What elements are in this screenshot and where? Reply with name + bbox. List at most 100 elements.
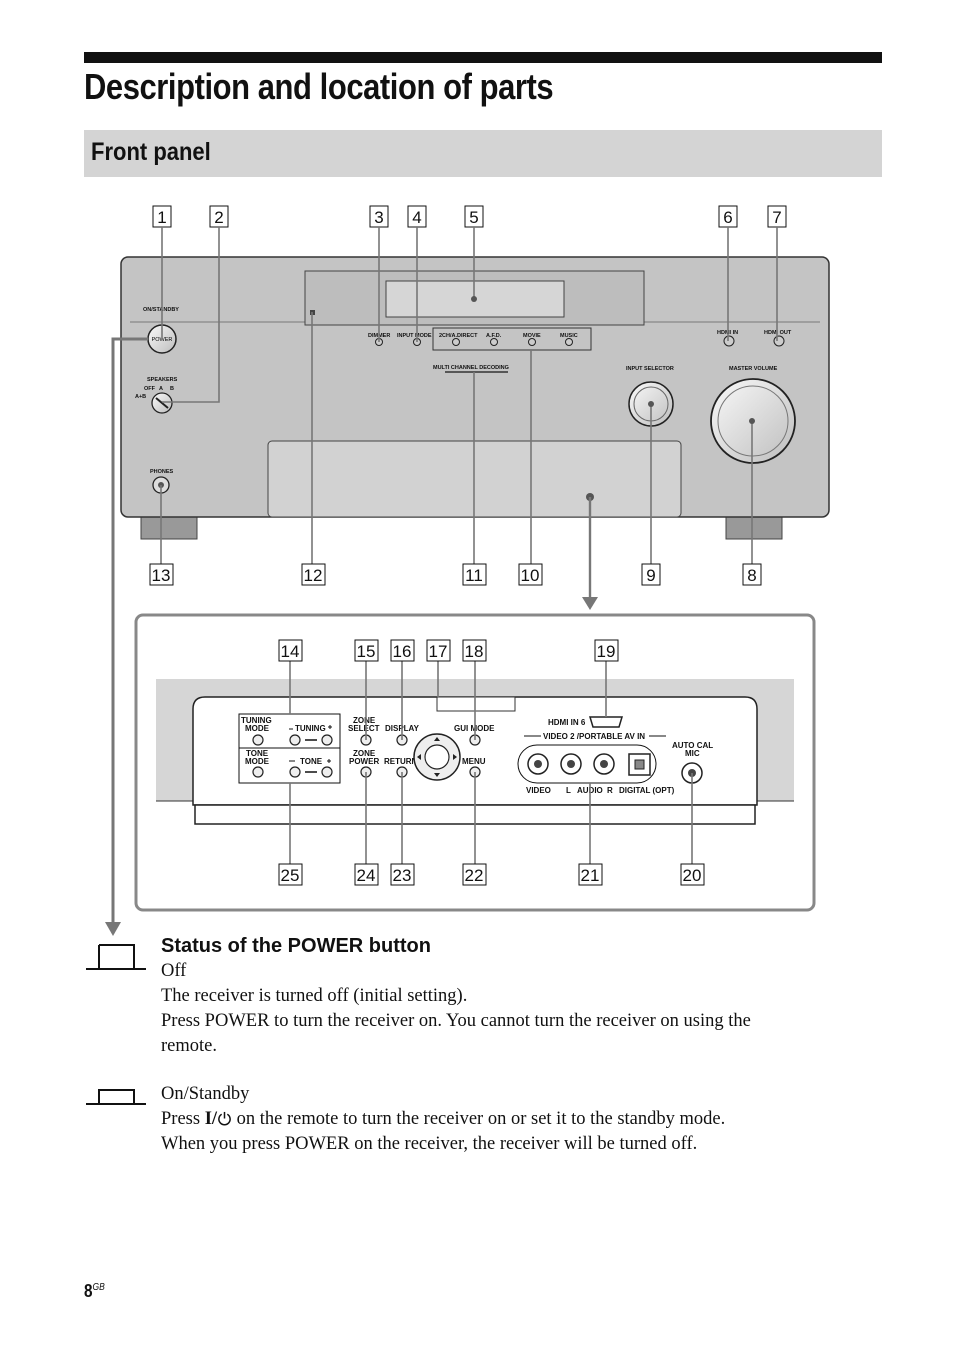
callout-16: 16 — [390, 639, 415, 662]
afd-label: A.F.D. — [486, 333, 502, 339]
svg-text:20: 20 — [683, 866, 702, 885]
callout-17: 17 — [426, 639, 451, 662]
off-description-2: Press POWER to turn the receiver on. You… — [161, 1011, 751, 1031]
auto-cal-label-1: AUTO CAL — [672, 741, 713, 750]
callout-22: 22 — [462, 863, 487, 886]
speakers-a-label: A — [159, 386, 163, 392]
music-button[interactable] — [565, 338, 573, 346]
music-label: MUSIC — [560, 333, 578, 339]
svg-text:15: 15 — [357, 642, 376, 661]
tuning-mode-label-2: MODE — [245, 724, 270, 733]
off-description-3: remote. — [161, 1036, 217, 1056]
svg-text:6: 6 — [723, 208, 732, 227]
callout-5: 5 — [464, 205, 484, 228]
hdmi-out-button[interactable] — [773, 335, 785, 347]
tone-mode-label-1: TONE — [246, 749, 269, 758]
hdmi-in-button[interactable] — [723, 335, 735, 347]
svg-text:2: 2 — [214, 208, 223, 227]
callout-18: 18 — [462, 639, 487, 662]
off-description-1: The receiver is turned off (initial sett… — [161, 986, 468, 1006]
video2-label: VIDEO 2 /PORTABLE AV IN — [543, 732, 645, 741]
speakers-ab-label: A+B — [135, 394, 146, 400]
tone-plus-button[interactable] — [321, 766, 333, 778]
svg-text:9: 9 — [646, 566, 655, 585]
tone-mode-button[interactable] — [252, 766, 264, 778]
digital-opt-label: DIGITAL (OPT) — [619, 786, 675, 795]
auto-cal-label-2: MIC — [685, 749, 700, 758]
svg-text:18: 18 — [465, 642, 484, 661]
power-on-standby-icon — [86, 1089, 146, 1105]
tuning-label: TUNING — [295, 724, 326, 733]
video-jack[interactable] — [527, 753, 549, 775]
digital-optical-port[interactable] — [628, 753, 651, 776]
svg-text:16: 16 — [393, 642, 412, 661]
hdmi-in-6-port[interactable] — [588, 716, 624, 728]
multi-channel-label: MULTI CHANNEL DECODING — [433, 365, 509, 371]
callout-25: 25 — [278, 863, 303, 886]
svg-text:25: 25 — [281, 866, 300, 885]
page-number: 8GB — [84, 1281, 105, 1301]
power-symbol-text: I/ — [204, 1109, 218, 1129]
svg-text:23: 23 — [393, 866, 412, 885]
svg-text:24: 24 — [357, 866, 376, 885]
tuning-mode-button[interactable] — [252, 734, 264, 746]
zone-select-label-2: SELECT — [348, 724, 380, 733]
zone-power-label-1: ZONE — [353, 749, 376, 758]
audio-l-label: L — [566, 786, 571, 795]
movie-label: MOVIE — [523, 333, 541, 339]
off-label: Off — [161, 961, 187, 981]
direct-button[interactable] — [452, 338, 460, 346]
speakers-label: SPEAKERS — [147, 377, 178, 383]
speakers-selector[interactable] — [151, 392, 173, 414]
svg-text:4: 4 — [412, 208, 421, 227]
tone-minus-button[interactable] — [289, 766, 301, 778]
svg-text:13: 13 — [152, 566, 171, 585]
callout-8: 8 — [742, 563, 762, 586]
menu-label: MENU — [462, 757, 486, 766]
callout-3: 3 — [369, 205, 389, 228]
hdmi-in-6-label: HDMI IN 6 — [548, 718, 586, 727]
afd-button[interactable] — [490, 338, 498, 346]
audio-r-jack[interactable] — [593, 753, 615, 775]
power-off-icon — [86, 944, 146, 970]
phones-label: PHONES — [150, 469, 174, 475]
callout-20: 20 — [680, 863, 705, 886]
power-status-heading: Status of the POWER button — [161, 935, 431, 957]
callout-14: 14 — [278, 639, 303, 662]
standby-icon — [218, 1111, 231, 1126]
section-band — [84, 130, 882, 177]
callout-7: 7 — [767, 205, 787, 228]
callout-23: 23 — [390, 863, 415, 886]
svg-text:14: 14 — [281, 642, 300, 661]
callout-24: 24 — [354, 863, 379, 886]
callout-9: 9 — [641, 563, 661, 586]
tuning-minus-button[interactable] — [289, 734, 301, 746]
master-volume-label: MASTER VOLUME — [729, 366, 778, 372]
svg-text:10: 10 — [521, 566, 540, 585]
zone-power-label-2: POWER — [349, 757, 379, 766]
tuning-mode-label-1: TUNING — [241, 716, 272, 725]
movie-button[interactable] — [528, 338, 536, 346]
return-label: RETURN — [384, 757, 418, 766]
speakers-b-label: B — [170, 386, 174, 392]
callout-2: 2 — [209, 205, 229, 228]
callout-10: 10 — [518, 563, 543, 586]
hdmi-out-label: HDMI OUT — [764, 330, 792, 336]
tuning-plus-button[interactable] — [321, 734, 333, 746]
callout-15: 15 — [354, 639, 379, 662]
svg-text:21: 21 — [581, 866, 600, 885]
svg-text:11: 11 — [465, 566, 483, 585]
on-standby-label: ON/STANDBY — [143, 307, 179, 313]
svg-text:1: 1 — [157, 208, 166, 227]
svg-text:3: 3 — [374, 208, 383, 227]
callout-6: 6 — [718, 205, 738, 228]
callout-1: 1 — [152, 205, 172, 228]
callout-19: 19 — [594, 639, 619, 662]
page-title: Description and location of parts — [84, 66, 554, 107]
callout-13: 13 — [149, 563, 174, 586]
svg-text:19: 19 — [597, 642, 616, 661]
cursor-pad[interactable] — [413, 733, 461, 781]
svg-text:8: 8 — [747, 566, 756, 585]
audio-l-jack[interactable] — [560, 753, 582, 775]
